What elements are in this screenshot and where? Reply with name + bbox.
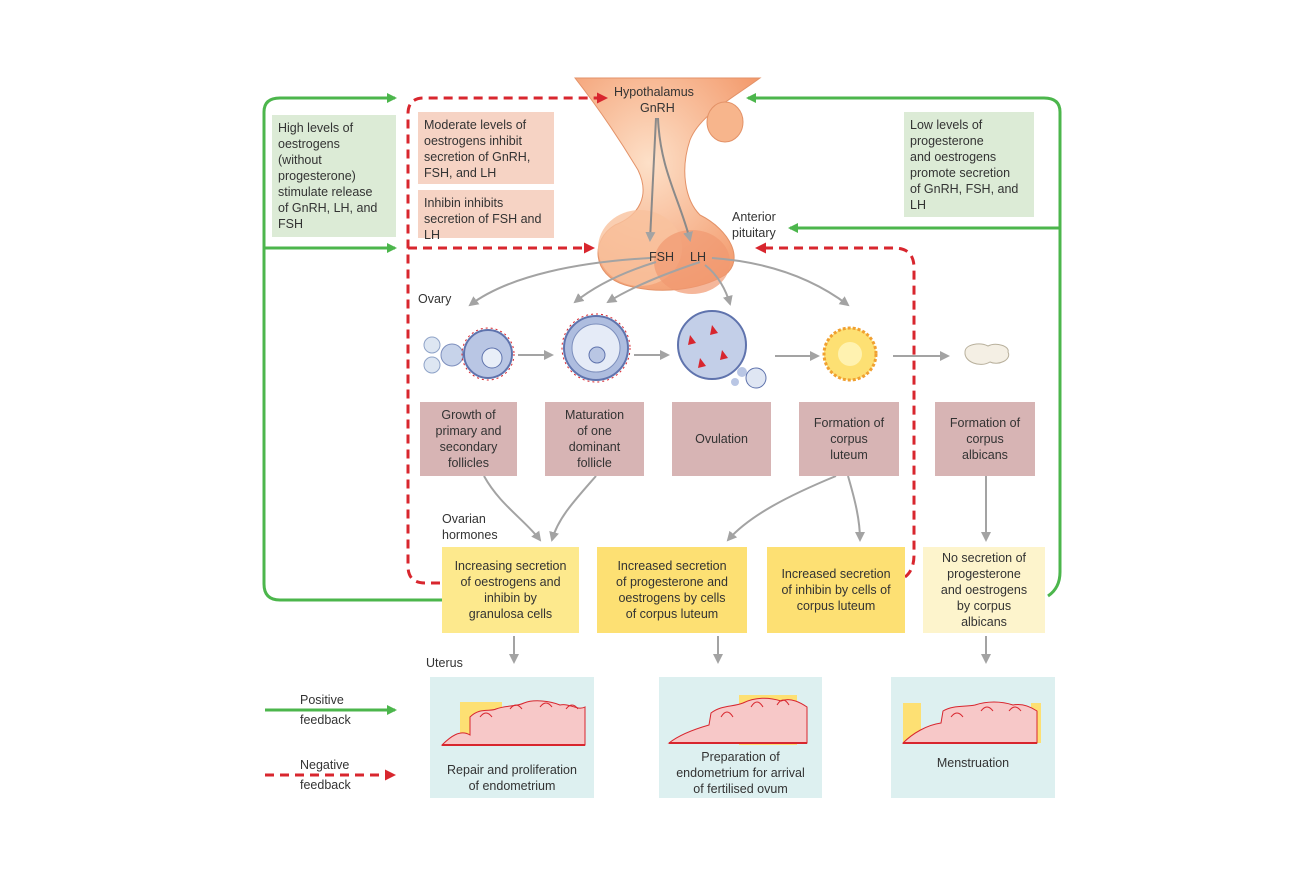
uterus-preparation-panel: Preparation of endometrium for arrival o… (659, 677, 822, 798)
positive-feedback-loop-left (262, 93, 442, 602)
stage1-to-hormone1-arrow (483, 475, 542, 542)
gnrh-arrow-fsh (645, 117, 657, 242)
hormone-inhibin-corpus-luteum: Increased secretion of inhibin by cells … (767, 547, 905, 633)
uterus-repair-caption: Repair and proliferation of endometrium (447, 763, 577, 793)
stage-corpus-luteum: Formation of corpus luteum (799, 402, 899, 476)
stage-corpus-albicans: Formation of corpus albicans (935, 402, 1035, 476)
hormone-progesterone-oestrogens: Increased secretion of progesterone and … (597, 547, 747, 633)
endometrium-illustration (901, 701, 1041, 744)
hypothalamus-label: Hypothalamus (614, 85, 694, 99)
corpus-albicans-illustration (964, 343, 1010, 365)
lh-label: LH (690, 250, 706, 264)
legend-positive-label: Positive feedback (300, 693, 351, 727)
stage-dominant-follicle: Maturation of one dominant follicle (545, 402, 644, 476)
anterior-pituitary-label: Anterior pituitary (732, 210, 776, 240)
hypothalamus-pituitary-illustration (573, 77, 762, 294)
low-levels-note: Low levels of progesterone and oestrogen… (904, 112, 1034, 217)
lh-arrow-stage3 (704, 264, 733, 306)
uterus-repair-panel: Repair and proliferation of endometrium (430, 677, 594, 798)
primary-secondary-follicles-illustration (423, 327, 515, 381)
endometrium-illustration (667, 695, 808, 745)
moderate-oestrogens-note: Moderate levels of oestrogens inhibit se… (418, 112, 554, 184)
stage4-to-hormone3-arrow (847, 475, 865, 542)
high-oestrogens-note: High levels of oestrogens (without proge… (272, 115, 396, 237)
dominant-follicle-illustration (561, 313, 631, 383)
negative-feedback-loop-right (755, 242, 916, 579)
ovulation-illustration (677, 310, 767, 389)
endometrium-illustration (440, 700, 586, 746)
legend-negative-label: Negative feedback (300, 758, 351, 792)
fsh-label: FSH (649, 250, 674, 264)
fsh-arrow-stage1 (468, 257, 651, 307)
negative-feedback-loop-left (406, 92, 608, 585)
hormone-no-secretion: No secretion of progesterone and oestrog… (923, 547, 1045, 633)
gnrh-label: GnRH (640, 101, 675, 115)
hormone-oestrogens-inhibin: Increasing secretion of oestrogens and i… (442, 547, 579, 633)
uterus-preparation-caption: Preparation of endometrium for arrival o… (676, 750, 805, 796)
ovary-label: Ovary (418, 292, 452, 306)
lh-arrow-stage2 (606, 261, 701, 304)
corpus-luteum-illustration (822, 326, 878, 382)
inhibin-note: Inhibin inhibits secretion of FSH and LH (418, 190, 554, 242)
ovarian-hormones-label: Ovarian hormones (442, 512, 498, 542)
stage4-to-hormone2-arrow (726, 475, 837, 542)
stage-ovulation: Ovulation (672, 402, 771, 476)
uterus-label: Uterus (426, 656, 463, 670)
fsh-arrow-stage2 (573, 261, 657, 304)
uterus-menstruation-caption: Menstruation (936, 756, 1010, 770)
uterus-menstruation-panel: Menstruation (891, 677, 1055, 798)
gnrh-arrow-lh (657, 117, 693, 242)
stage-growth-follicles: Growth of primary and secondary follicle… (420, 402, 517, 476)
stage2-to-hormone1-arrow (549, 475, 597, 542)
lh-arrow-stage4 (711, 257, 850, 307)
positive-feedback-loop-right (746, 93, 1062, 598)
